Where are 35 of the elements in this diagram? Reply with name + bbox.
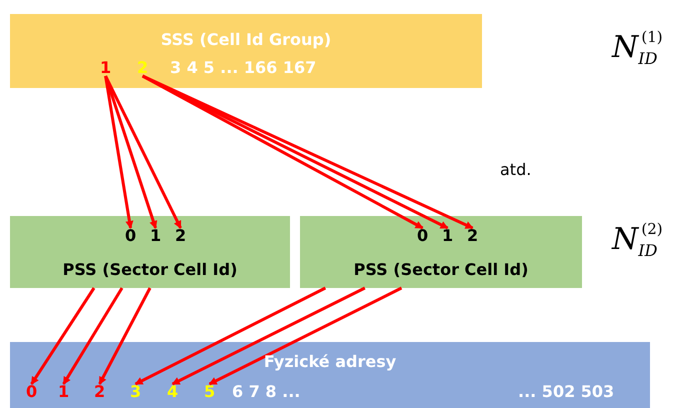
id-number: 3 4 5 ... 166 167 (170, 60, 316, 76)
id-number: 2 (175, 228, 186, 244)
id-number: 3 (130, 384, 142, 400)
id-number: 2 (137, 60, 148, 76)
box-heading: PSS (Sector Cell Id) (352, 260, 530, 279)
id-number: 2 (467, 228, 478, 244)
arrow (104, 76, 158, 229)
arrow (104, 75, 182, 229)
id-number: 1 (58, 384, 70, 400)
id-number: 0 (417, 228, 428, 244)
id-number: 1 (150, 228, 162, 244)
box-heading: PSS (Sector Cell Id) (62, 260, 238, 279)
box-heading: Fyzické adresy (262, 352, 398, 371)
arrow (134, 286, 326, 386)
box-heading: SSS (Cell Id Group) (160, 30, 332, 49)
pss-box (300, 216, 582, 288)
arrow (98, 287, 152, 385)
id-number: ... 502 503 (518, 384, 614, 400)
id-number: 0 (125, 228, 136, 244)
arrow (172, 286, 366, 386)
id-number: 0 (26, 384, 38, 400)
arrow (30, 287, 96, 385)
arrow (208, 286, 402, 386)
pss-box (10, 216, 290, 288)
id-number: 2 (94, 384, 106, 400)
note-text: atd. (500, 160, 532, 179)
id-number: 5 (204, 384, 216, 400)
arrow (62, 287, 124, 385)
address-box (10, 342, 650, 408)
id-number: 1 (100, 60, 112, 76)
arrow (104, 76, 134, 229)
id-number: 6 7 8 ... (232, 384, 300, 400)
id-number: 4 (167, 384, 178, 400)
id-number: 1 (442, 228, 454, 244)
sss-box (10, 14, 482, 88)
